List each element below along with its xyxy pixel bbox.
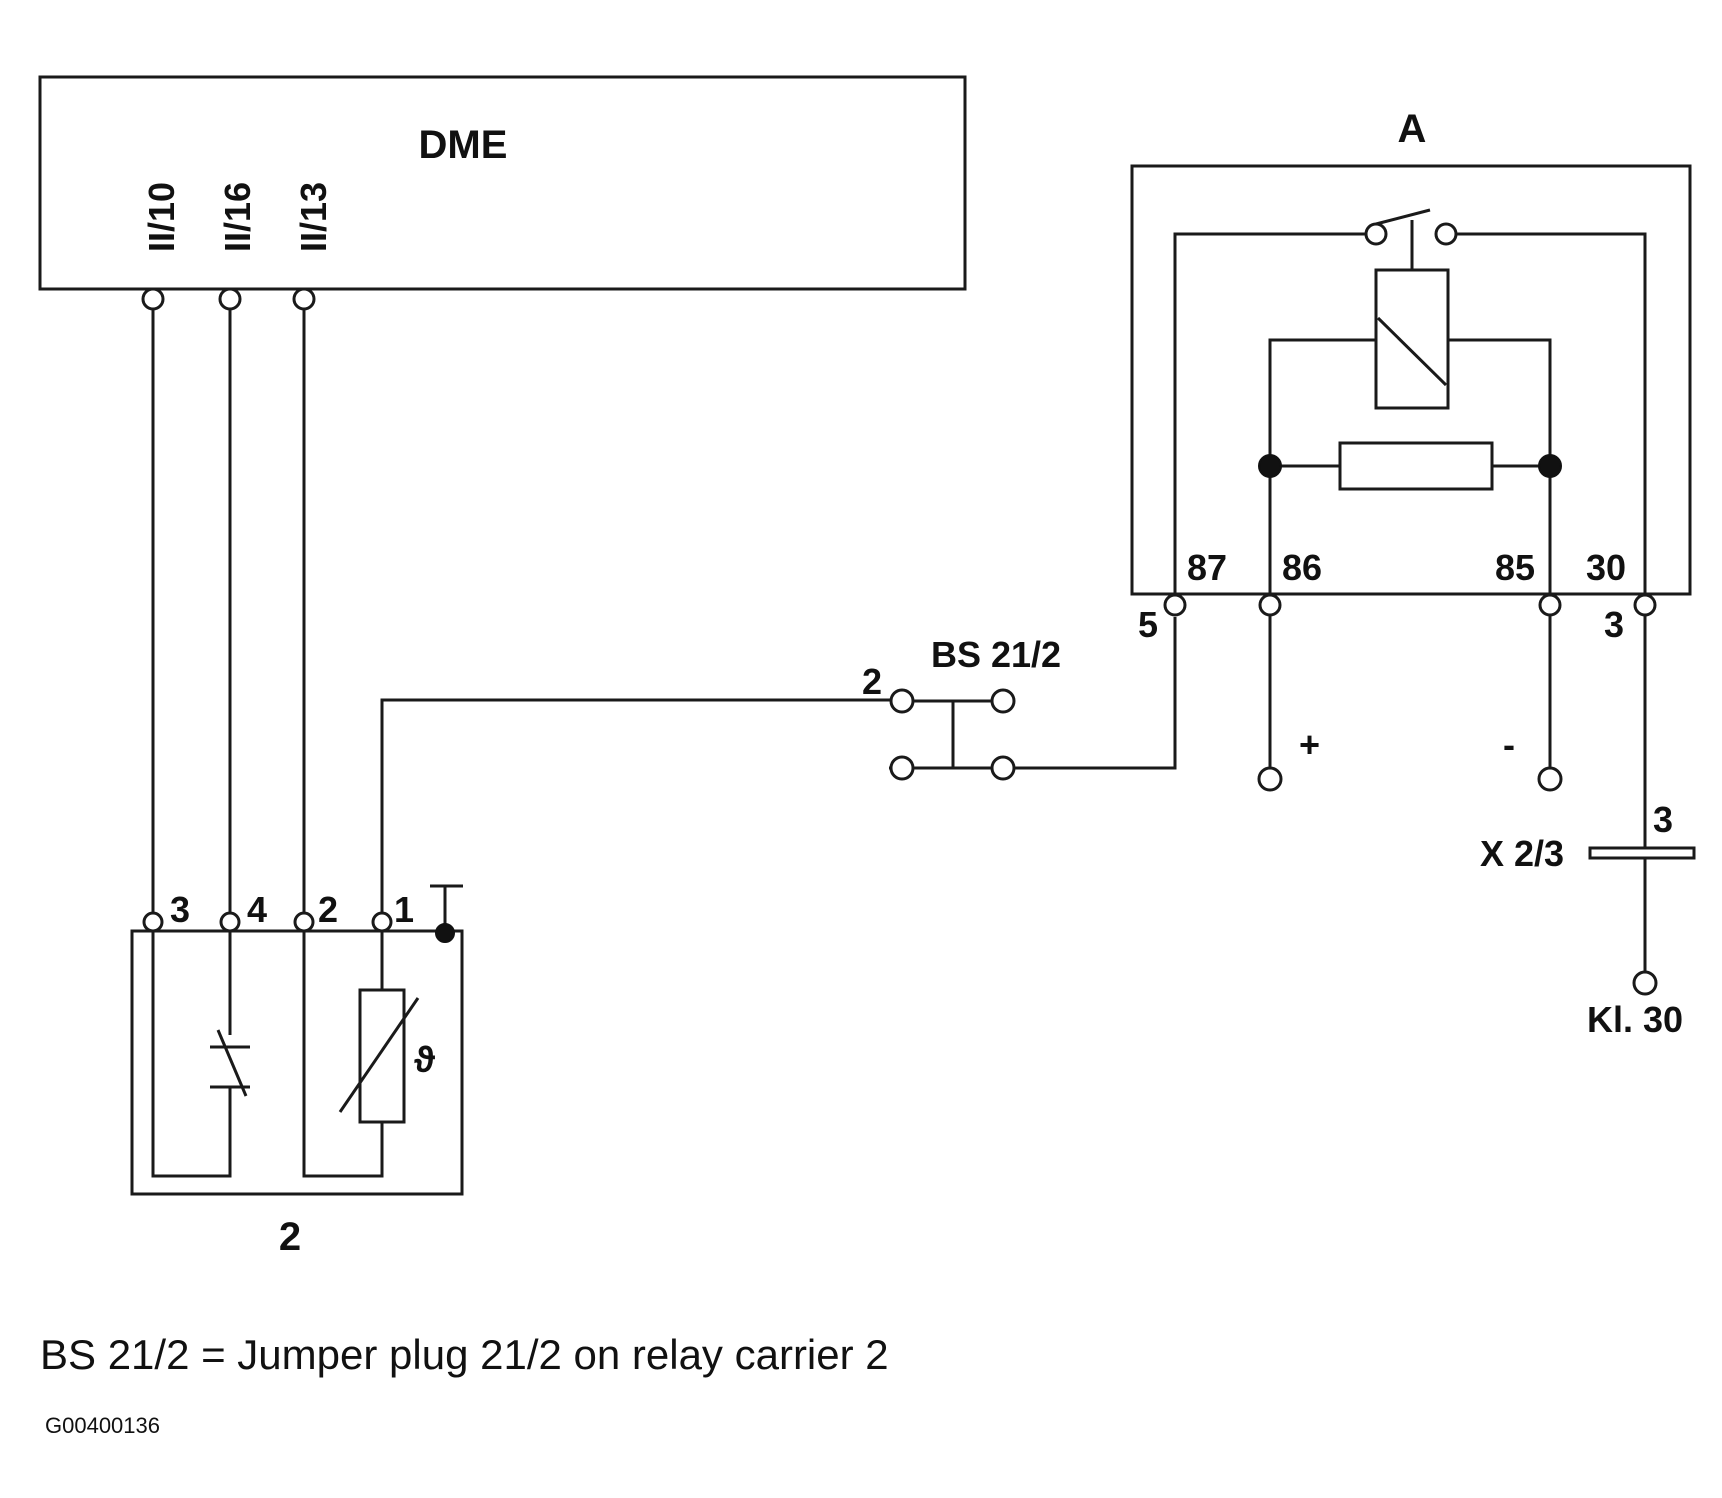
- wire-pin1-to-jumper: [380, 698, 900, 913]
- relay-switch-blade-icon: [1375, 208, 1431, 226]
- dme-pin-label-2: II/16: [217, 182, 258, 252]
- component-2-pin-1: 1: [394, 889, 414, 930]
- dme-pin-label-3: II/13: [293, 182, 334, 252]
- jumper-terminal-bottom-right: [990, 755, 1016, 781]
- component-2-terminal-3: [142, 911, 164, 933]
- relay-a: A 87 86 85 30 5 3 +: [1130, 107, 1692, 792]
- jumper-plug: BS 21/2 2: [862, 634, 1061, 781]
- connector-plug-icon: [1588, 846, 1696, 860]
- relay-minus-terminal: [1537, 766, 1563, 792]
- connector-title: X 2/3: [1480, 833, 1564, 874]
- thermistor-loop-wire: [302, 931, 384, 1178]
- component-2-terminal-1: [371, 911, 393, 933]
- dme-title: DME: [419, 123, 508, 167]
- jumper-terminal-top-left: [889, 688, 915, 714]
- component-2-pin-3: 3: [170, 889, 190, 930]
- switch-actuator-icon: [216, 1029, 248, 1097]
- dme-pin-label-1: II/10: [141, 182, 182, 252]
- relay-junction-right: [1538, 454, 1562, 478]
- switch-loop-wire: [151, 931, 232, 1178]
- relay-switch-contact-left: [1364, 222, 1388, 246]
- relay-terminal-87: 87: [1187, 547, 1227, 588]
- relay-terminal-85: 85: [1495, 547, 1535, 588]
- relay-coil-slash: [1376, 316, 1448, 387]
- dme-unit: DME II/10 II/16 II/13: [38, 75, 967, 311]
- relay-switch-left-wire: [1173, 232, 1366, 596]
- relay-junction-left: [1258, 454, 1282, 478]
- dme-terminal-3: [292, 287, 316, 311]
- relay-plus-label: +: [1299, 724, 1320, 765]
- relay-switch-contact-right: [1434, 222, 1458, 246]
- dme-wires: [151, 309, 306, 912]
- component-2-terminal-4: [219, 911, 241, 933]
- thermistor-icon: [358, 988, 406, 1124]
- component-2-box: [130, 929, 464, 1196]
- component-2-label: 2: [279, 1215, 301, 1259]
- relay-coil-left-wire: [1268, 338, 1376, 596]
- jumper-plug-title: BS 21/2: [931, 634, 1061, 675]
- relay-minus-label: -: [1503, 724, 1515, 765]
- relay-terminal-86: 86: [1282, 547, 1322, 588]
- relay-pin-30: [1633, 593, 1657, 617]
- jumper-plug-pin-label: 2: [862, 661, 882, 702]
- relay-plus-terminal: [1257, 766, 1283, 792]
- dme-terminal-2: [218, 287, 242, 311]
- ground-junction: [435, 923, 455, 943]
- relay-coil-icon: [1374, 268, 1450, 410]
- connector-pin-label: 3: [1653, 799, 1673, 840]
- relay-plug-right-label: 3: [1604, 604, 1624, 645]
- kl30-label: Kl. 30: [1587, 999, 1683, 1040]
- dme-box: [38, 75, 967, 291]
- relay-terminal-30: 30: [1586, 547, 1626, 588]
- relay-pin-85: [1538, 593, 1562, 617]
- relay-pin-87: [1163, 593, 1187, 617]
- connector-x23: 3 X 2/3 Kl. 30: [1480, 615, 1696, 1040]
- relay-pin-86: [1258, 593, 1282, 617]
- jumper-terminal-bottom-left: [889, 755, 915, 781]
- diagram-caption: BS 21/2 = Jumper plug 21/2 on relay carr…: [40, 1331, 889, 1378]
- relay-resistor-icon: [1338, 441, 1494, 491]
- relay-coil-right-wire: [1448, 338, 1552, 596]
- dme-terminal-1: [141, 287, 165, 311]
- wire-jumper-to-relay: [1014, 617, 1177, 770]
- component-2-pin-2: 2: [318, 889, 338, 930]
- jumper-terminal-top-right: [990, 688, 1016, 714]
- component-2-pin-4: 4: [247, 889, 267, 930]
- component-2: 3 4 2 1 ϑ 2: [130, 884, 464, 1259]
- figure-code: G00400136: [45, 1413, 160, 1438]
- relay-switch-right-wire: [1456, 232, 1647, 596]
- relay-plug-left-label: 5: [1138, 604, 1158, 645]
- component-2-terminal-2: [293, 911, 315, 933]
- thermistor-slash: [338, 997, 420, 1113]
- kl30-terminal: [1632, 970, 1658, 996]
- relay-title: A: [1398, 107, 1427, 151]
- thermistor-symbol: ϑ: [414, 1039, 435, 1080]
